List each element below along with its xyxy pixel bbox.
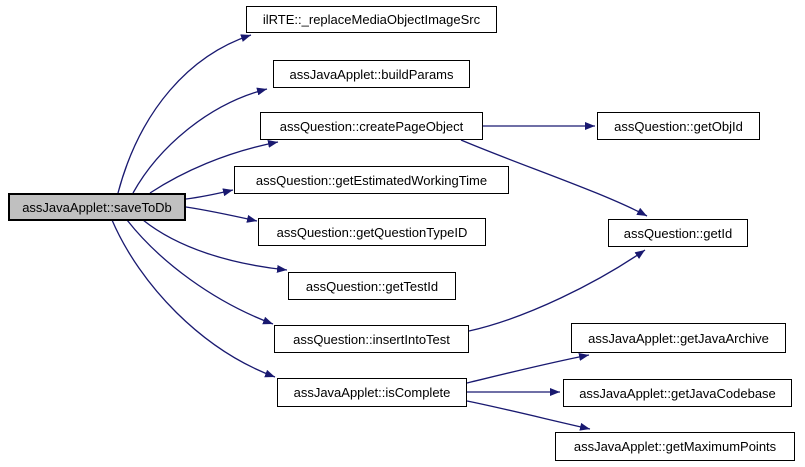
node-save-to-db: assJavaApplet::saveToDb (8, 193, 186, 221)
node-get-obj-id[interactable]: assQuestion::getObjId (597, 112, 760, 140)
edge-savetodb-to-getquestiontypeid (185, 206, 258, 223)
node-get-estimated-working-time[interactable]: assQuestion::getEstimatedWorkingTime (234, 166, 509, 194)
node-create-page-object[interactable]: assQuestion::createPageObject (260, 112, 483, 140)
edge-createpageobject-to-getid (460, 139, 648, 217)
node-get-question-type-id[interactable]: assQuestion::getQuestionTypeID (258, 218, 486, 246)
node-get-test-id[interactable]: assQuestion::getTestId (288, 272, 456, 300)
edge-insertintotest-to-getid (468, 249, 646, 332)
node-get-id[interactable]: assQuestion::getId (608, 219, 748, 247)
node-get-maximum-points[interactable]: assJavaApplet::getMaximumPoints (555, 432, 795, 461)
edge-iscomplete-to-getmaximumpoints (466, 400, 591, 431)
node-is-complete[interactable]: assJavaApplet::isComplete (277, 378, 467, 407)
edge-savetodb-to-buildparams (132, 87, 268, 194)
edge-savetodb-to-insertintotest (126, 219, 274, 325)
edge-savetodb-to-getestimatedworkingtime (185, 188, 234, 200)
node-get-java-codebase[interactable]: assJavaApplet::getJavaCodebase (563, 379, 792, 407)
edge-savetodb-to-iscomplete (111, 219, 276, 378)
edge-iscomplete-to-getjavaarchive (466, 352, 590, 384)
edge-savetodb-to-createpageobject (149, 139, 279, 194)
edge-savetodb-to-replacemediaobjectimagesrc (117, 34, 252, 194)
node-get-java-archive[interactable]: assJavaApplet::getJavaArchive (571, 323, 786, 353)
node-build-params[interactable]: assJavaApplet::buildParams (273, 60, 470, 88)
node-insert-into-test[interactable]: assQuestion::insertIntoTest (274, 325, 469, 353)
node-replace-media-object-image-src[interactable]: ilRTE::_replaceMediaObjectImageSrc (246, 6, 497, 33)
edge-savetodb-to-gettestid (142, 219, 288, 273)
